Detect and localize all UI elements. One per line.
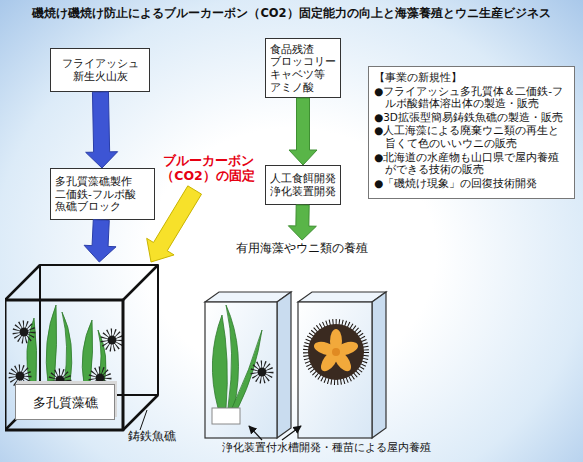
panel-heading: 【事業の新規性】 — [374, 71, 569, 84]
seaweed-blade — [82, 320, 92, 384]
node-text: ブルーカーボン（CO2）の固定 — [160, 153, 256, 183]
water-tank — [205, 292, 291, 438]
bullet-item: ●「磯焼け現象」の回復技術開発 — [374, 177, 569, 190]
urchin-center — [332, 348, 340, 356]
reef-block — [212, 408, 240, 424]
sea-urchin — [105, 333, 119, 347]
flow-arrow — [84, 220, 116, 262]
sea-urchins — [13, 325, 119, 387]
seaweed-blade — [232, 330, 262, 408]
sea-urchin — [17, 325, 31, 339]
urchin-shell — [308, 324, 364, 380]
node-text: 有用海藻やウニ類の養殖 — [222, 242, 382, 256]
flow-arrow — [288, 205, 316, 240]
opened-urchin — [306, 322, 366, 382]
part-label: 鋳鉄魚礁 — [128, 430, 176, 444]
node-text: 多孔質藻礁 — [20, 395, 110, 410]
seaweed — [27, 305, 106, 384]
cast-iron-reef-cube: 鋳鉄魚礁 多孔質藻礁 — [5, 262, 185, 447]
note-label: 浄化装置付水槽開発・種苗による屋内養殖 — [222, 440, 431, 455]
process-box: 食品残渣 ブロッコリー キャベツ等 アミノ酸 — [265, 38, 341, 98]
tank-front — [205, 302, 277, 438]
sea-urchin — [13, 369, 27, 383]
flow-arrow — [147, 186, 202, 262]
cube-edge — [5, 265, 158, 430]
seaweed-blade — [46, 305, 56, 384]
seaweed — [212, 305, 262, 408]
leader-arrow — [249, 426, 262, 440]
sea-urchin — [255, 365, 269, 379]
tank-top — [298, 292, 386, 302]
node-text: フライアッシュ 新生火山灰 — [55, 57, 145, 83]
flow-arrow — [289, 98, 317, 165]
tank-side — [372, 292, 386, 438]
water-tank — [298, 292, 386, 438]
bullet-item: ●フライアッシュ多孔質体＆二価鉄-フルボ酸錯体溶出体の製造・販売 — [374, 85, 569, 110]
leader-arrow — [282, 426, 301, 440]
porous-reef-block: 多孔質藻礁 — [15, 384, 115, 420]
process-box: 人工食餌開発 浄化装置開発 — [265, 165, 341, 205]
cube-edge — [5, 300, 123, 430]
process-box: 多孔質藻礁製作 二価鉄-フルボ酸 魚礁ブロック — [50, 168, 155, 220]
urchin-spines — [306, 322, 366, 382]
tank-side — [277, 292, 291, 438]
callout-text: 有用海藻やウニ類の養殖 — [222, 240, 382, 258]
tank-front — [298, 302, 372, 438]
seaweed-blade — [226, 305, 239, 408]
feature-panel: 【事業の新規性】●フライアッシュ多孔質体＆二価鉄-フルボ酸錯体溶出体の製造・販売… — [368, 66, 575, 199]
bullet-item: ●3D拡張型簡易鋳鉄魚礁の製造・販売 — [374, 111, 569, 124]
diagram-title: 磯焼け磯焼け防止によるブルーカーボン（CO2）固定能力の向上と海藻養殖とウニ生産… — [0, 6, 583, 21]
process-box: フライアッシュ 新生火山灰 — [50, 48, 150, 92]
sea-urchin — [93, 371, 107, 385]
bullet-item: ●北海道の水産物も山口県で屋内養殖ができる技術の販売 — [374, 151, 569, 176]
seaweed-blade — [212, 315, 227, 408]
node-text: 人工食餌開発 浄化装置開発 — [270, 172, 336, 197]
bullet-item: ●人工海藻による廃棄ウニ類の再生と旨くて色のいいウニの販売 — [374, 124, 569, 149]
cube-edge — [40, 265, 158, 395]
flow-arrow — [86, 92, 118, 168]
node-text: 食品残渣 ブロッコリー キャベツ等 アミノ酸 — [270, 43, 336, 93]
node-text: 多孔質藻礁製作 二価鉄-フルボ酸 魚礁ブロック — [55, 175, 150, 213]
callout-text: ブルーカーボン（CO2）の固定 — [160, 146, 256, 190]
